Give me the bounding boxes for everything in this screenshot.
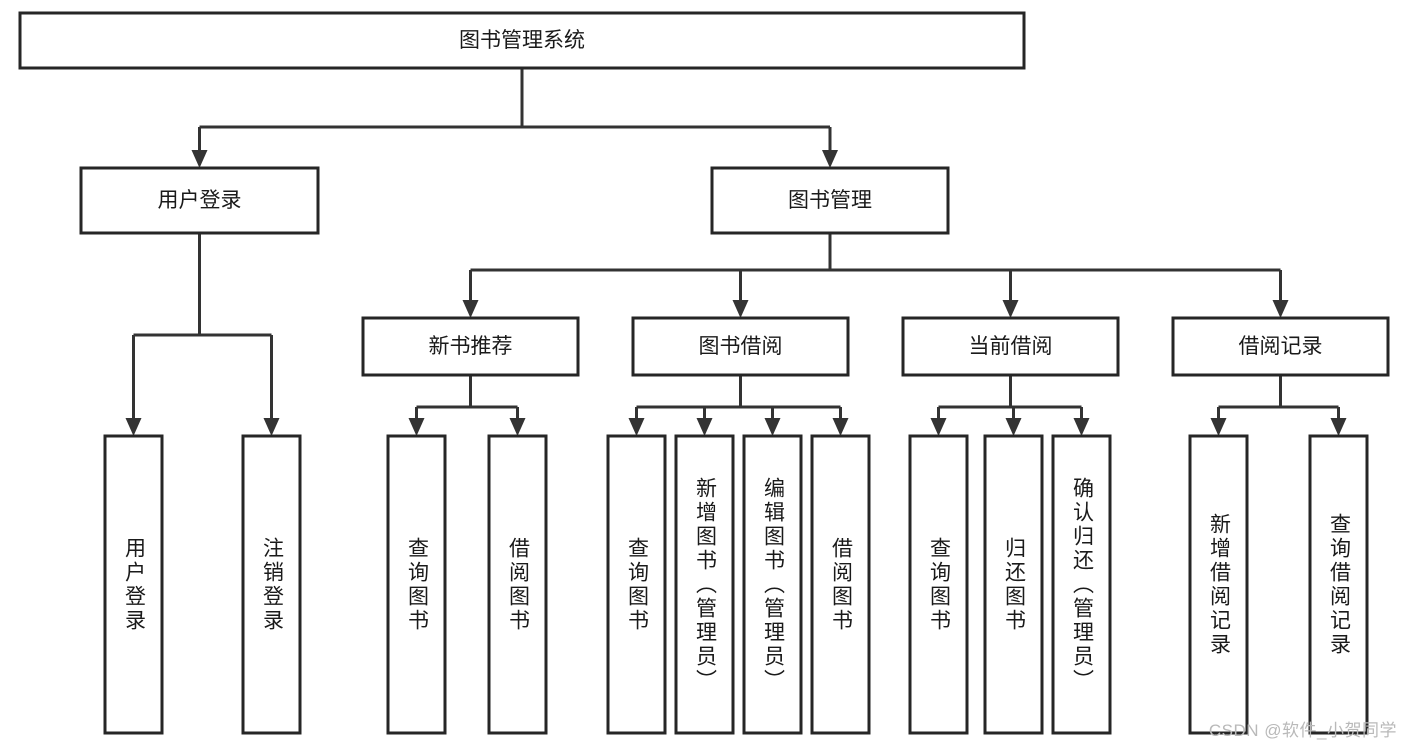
edge-root-to-book-manage-arrowhead — [822, 150, 838, 168]
edge-current-borrow-to-leaf-confirm-return-arrowhead — [1073, 418, 1090, 436]
edge-book-borrow-to-leaf-edit-book-arrowhead — [764, 418, 781, 436]
node-user-login[interactable]: 用户登录 — [79, 166, 320, 235]
node-box-leaf-borrow-book-2[interactable] — [810, 434, 871, 735]
edge-current-borrow-to-leaf-return-book-arrowhead — [1005, 418, 1022, 436]
node-box-leaf-add-record[interactable] — [1188, 434, 1249, 735]
node-box-leaf-query-book-2[interactable] — [606, 434, 667, 735]
edge-borrow-record-to-leaf-query-record-arrowhead — [1330, 418, 1347, 436]
node-box-book-borrow[interactable] — [631, 316, 850, 377]
node-current-borrow[interactable]: 当前借阅 — [901, 316, 1120, 377]
node-leaf-query-book-3[interactable] — [908, 434, 969, 735]
node-leaf-add-book[interactable] — [674, 434, 735, 735]
node-label-book-manage: 图书管理 — [788, 189, 872, 212]
node-box-leaf-return-book[interactable] — [983, 434, 1044, 735]
node-box-root[interactable] — [18, 11, 1026, 70]
node-box-leaf-edit-book[interactable] — [742, 434, 803, 735]
node-box-current-borrow[interactable] — [901, 316, 1120, 377]
node-box-leaf-user-login[interactable] — [103, 434, 164, 735]
node-label-current-borrow: 当前借阅 — [969, 335, 1053, 358]
edge-book-borrow-to-leaf-query-book-2-arrowhead — [628, 418, 645, 436]
edge-borrow-record-to-leaf-add-record-arrowhead — [1210, 418, 1227, 436]
node-leaf-user-logout[interactable] — [241, 434, 302, 735]
node-leaf-return-book[interactable] — [983, 434, 1044, 735]
node-box-leaf-borrow-book-1[interactable] — [487, 434, 548, 735]
node-leaf-query-book-1[interactable] — [386, 434, 447, 735]
node-box-leaf-query-record[interactable] — [1308, 434, 1369, 735]
edge-user-login-to-leaf-user-login-arrowhead — [125, 418, 142, 436]
node-box-leaf-add-book[interactable] — [674, 434, 735, 735]
node-box-new-book-rec[interactable] — [361, 316, 580, 377]
node-box-leaf-confirm-return[interactable] — [1051, 434, 1112, 735]
edge-layer — [125, 68, 1347, 436]
node-leaf-confirm-return[interactable] — [1051, 434, 1112, 735]
csdn-watermark: CSDN @软件_小贺同学 — [1208, 721, 1397, 740]
edge-bookmanage-to-current-borrow-arrowhead — [1002, 300, 1019, 318]
node-leaf-user-login[interactable] — [103, 434, 164, 735]
edge-book-borrow-to-leaf-add-book-arrowhead — [696, 418, 713, 436]
edge-bookmanage-to-borrow-record-arrowhead — [1272, 300, 1289, 318]
node-label-book-borrow: 图书借阅 — [699, 335, 783, 358]
node-leaf-query-record[interactable] — [1308, 434, 1369, 735]
edge-new-book-rec-to-leaf-query-book-1-arrowhead — [408, 418, 425, 436]
node-label-new-book-rec: 新书推荐 — [429, 335, 513, 358]
node-box-user-login[interactable] — [79, 166, 320, 235]
node-book-borrow[interactable]: 图书借阅 — [631, 316, 850, 377]
node-root[interactable]: 图书管理系统 — [18, 11, 1026, 70]
edge-root-to-user-login-arrowhead — [191, 150, 208, 168]
edge-bookmanage-to-book-borrow-arrowhead — [732, 300, 749, 318]
node-borrow-record[interactable]: 借阅记录 — [1171, 316, 1390, 377]
edge-book-borrow-to-leaf-borrow-book-2-arrowhead — [832, 418, 849, 436]
edge-bookmanage-to-new-book-rec-arrowhead — [462, 300, 479, 318]
node-label-borrow-record: 借阅记录 — [1239, 335, 1323, 358]
node-new-book-rec[interactable]: 新书推荐 — [361, 316, 580, 377]
edge-current-borrow-to-leaf-query-book-3-arrowhead — [930, 418, 947, 436]
node-book-manage[interactable]: 图书管理 — [710, 166, 950, 235]
node-box-borrow-record[interactable] — [1171, 316, 1390, 377]
node-box-leaf-query-book-3[interactable] — [908, 434, 969, 735]
node-leaf-borrow-book-2[interactable] — [810, 434, 871, 735]
node-leaf-borrow-book-1[interactable] — [487, 434, 548, 735]
edge-user-login-to-leaf-user-logout-arrowhead — [263, 418, 280, 436]
node-box-leaf-query-book-1[interactable] — [386, 434, 447, 735]
node-leaf-add-record[interactable] — [1188, 434, 1249, 735]
node-label-root: 图书管理系统 — [459, 29, 585, 52]
node-leaf-edit-book[interactable] — [742, 434, 803, 735]
node-box-leaf-user-logout[interactable] — [241, 434, 302, 735]
node-box-book-manage[interactable] — [710, 166, 950, 235]
node-label-user-login: 用户登录 — [158, 189, 242, 212]
node-leaf-query-book-2[interactable] — [606, 434, 667, 735]
edge-new-book-rec-to-leaf-borrow-book-1-arrowhead — [509, 418, 526, 436]
